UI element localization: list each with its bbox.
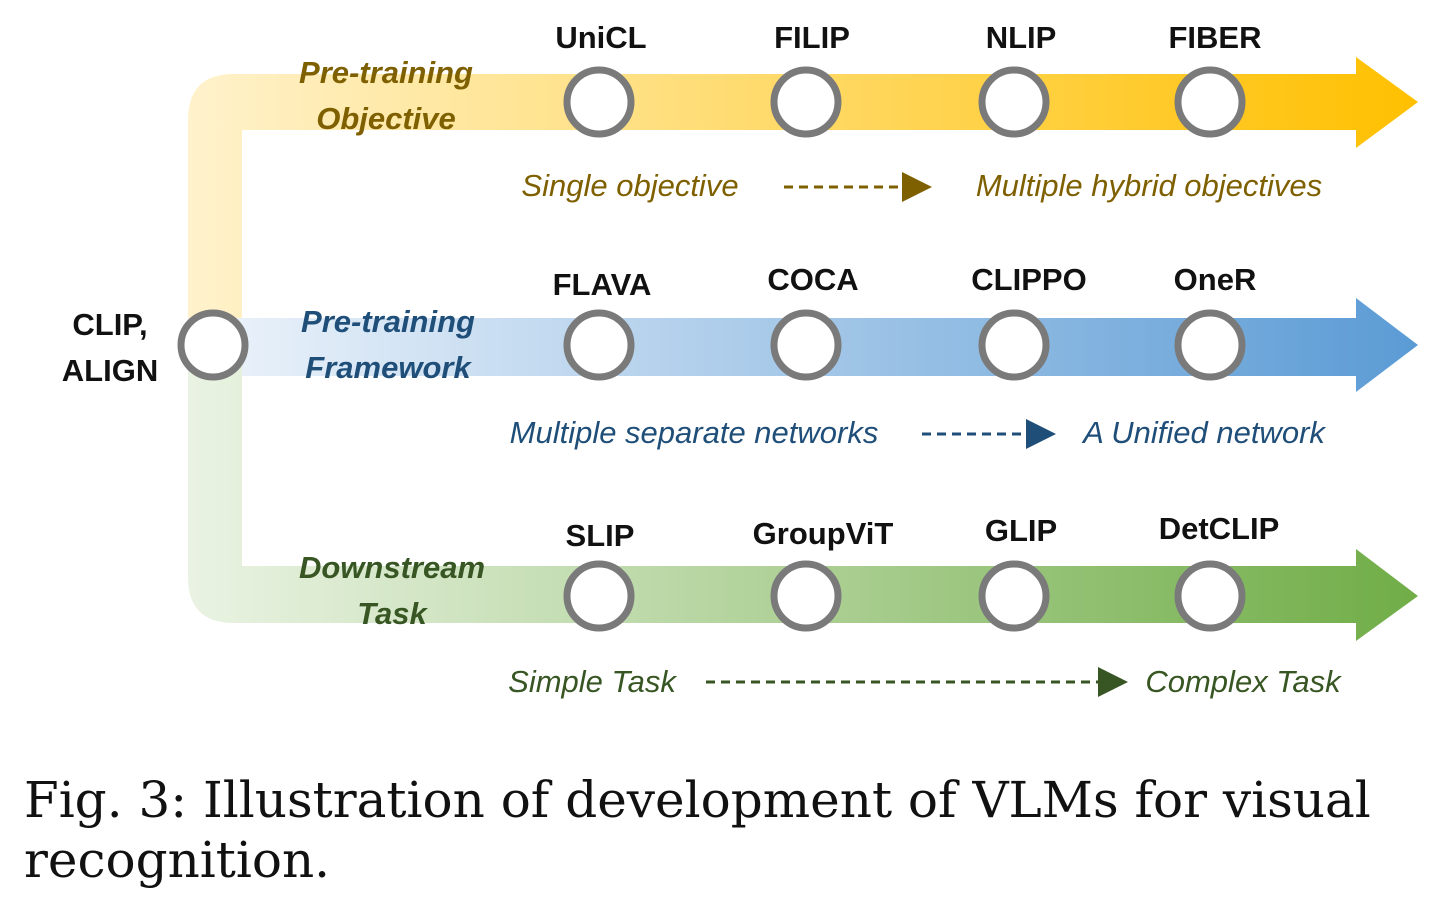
node-label: COCA: [767, 262, 858, 297]
root-label-line1: CLIP,: [72, 307, 147, 342]
track-task-arrow: [188, 345, 1418, 641]
track-task-node-4: DetCLIP: [1159, 511, 1280, 632]
node-label: CLIPPO: [971, 262, 1086, 297]
node-circle: [563, 560, 635, 632]
track-objective-node-2: FILIP: [770, 20, 850, 138]
node-circle: [770, 560, 842, 632]
track-task-node-1: SLIP: [563, 518, 635, 632]
node-label: GLIP: [985, 513, 1057, 548]
track-objective-node-1: UniCL: [555, 20, 647, 138]
track-objective: Pre-training Objective UniCL FILIP NLIP …: [299, 20, 1322, 203]
node-label: SLIP: [566, 518, 635, 553]
track-framework-node-4: OneR: [1174, 262, 1257, 381]
node-circle: [1174, 309, 1246, 381]
track-task: Downstream Task SLIP GroupViT GLIP DetCL…: [299, 511, 1342, 699]
track-objective-node-3: NLIP: [978, 20, 1057, 138]
track-task-trend-to: Complex Task: [1145, 664, 1342, 699]
track-task-label-line2: Task: [357, 596, 428, 631]
track-objective-label-line1: Pre-training: [299, 55, 473, 90]
track-framework-trend-from: Multiple separate networks: [510, 415, 879, 450]
node-circle: [563, 66, 635, 138]
node-label: FILIP: [774, 20, 850, 55]
track-framework-node-3: CLIPPO: [971, 262, 1087, 381]
node-circle: [1174, 66, 1246, 138]
track-task-node-3: GLIP: [978, 513, 1057, 632]
track-framework-label-line2: Framework: [305, 350, 472, 385]
track-objective-trend-to: Multiple hybrid objectives: [976, 168, 1322, 203]
track-objective-label-line2: Objective: [316, 101, 456, 136]
track-framework: Pre-training Framework FLAVA COCA CLIPPO…: [301, 262, 1326, 450]
node-circle: [978, 560, 1050, 632]
node-circle: [978, 309, 1050, 381]
track-framework-label-line1: Pre-training: [301, 304, 475, 339]
node-circle: [563, 309, 635, 381]
node-label: NLIP: [986, 20, 1057, 55]
track-task-label-line1: Downstream: [299, 550, 485, 585]
track-framework-node-2: COCA: [767, 262, 859, 381]
node-label: OneR: [1174, 262, 1257, 297]
root-label-line2: ALIGN: [62, 353, 158, 388]
node-label: FLAVA: [553, 267, 652, 302]
node-circle: [978, 66, 1050, 138]
node-label: GroupViT: [753, 516, 894, 551]
node-circle: [1174, 560, 1246, 632]
track-framework-node-1: FLAVA: [553, 267, 652, 381]
node-circle: [770, 66, 842, 138]
vlm-development-diagram: CLIP, ALIGN Pre-training Objective UniCL…: [62, 20, 1418, 699]
track-objective-node-4: FIBER: [1169, 20, 1262, 138]
node-label: FIBER: [1169, 20, 1262, 55]
track-objective-trend-from: Single objective: [521, 168, 738, 203]
track-task-trend-from: Simple Task: [508, 664, 677, 699]
node-circle: [770, 309, 842, 381]
track-task-node-2: GroupViT: [753, 516, 894, 632]
node-label: UniCL: [555, 20, 646, 55]
root-node-circle: [177, 309, 249, 381]
track-framework-trend-to: A Unified network: [1081, 415, 1326, 450]
track-objective-arrow: [188, 57, 1418, 345]
figure-caption: Fig. 3: Illustration of development of V…: [24, 771, 1371, 889]
node-label: DetCLIP: [1159, 511, 1280, 546]
